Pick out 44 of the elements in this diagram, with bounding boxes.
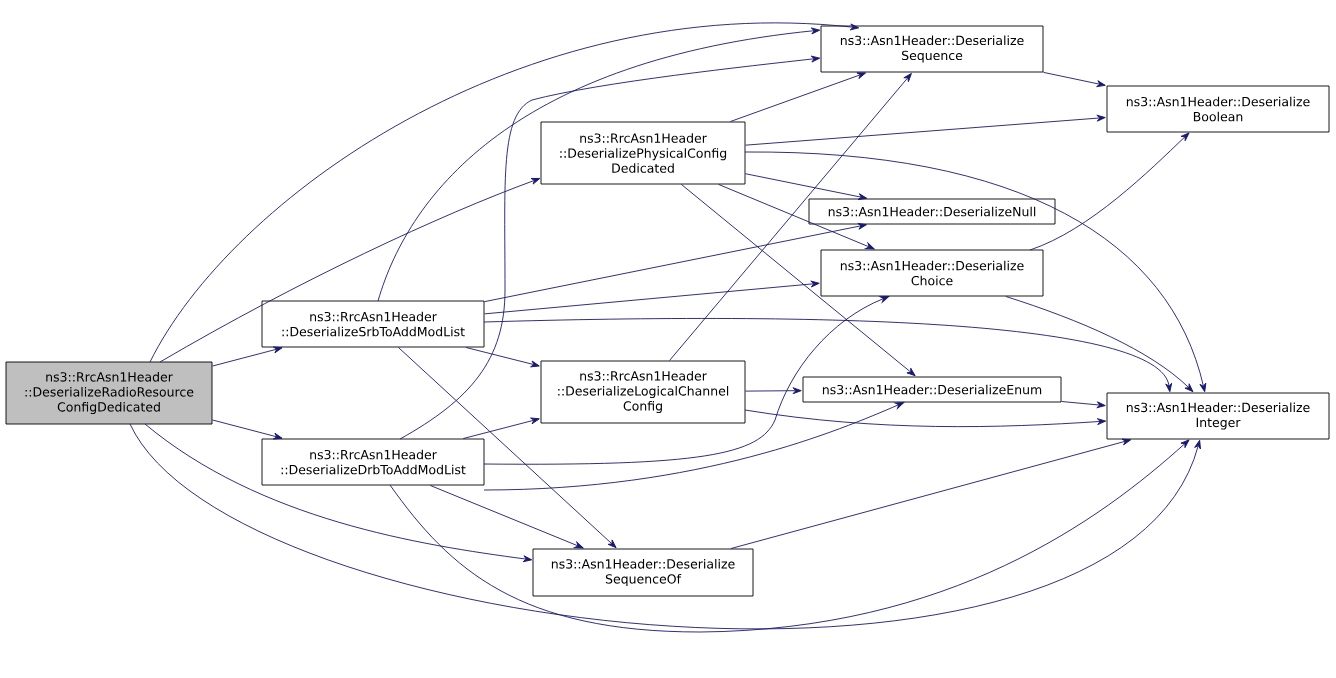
arrow [744,151,1207,393]
arrow [669,73,912,361]
function-box: ns3::RrcAsn1Header ::DeserializePhysicalConfig Dedicated [540,121,746,185]
arrow [1043,71,1106,88]
arrow [1005,296,1194,393]
arrow [129,423,1201,629]
arrow [745,114,1106,146]
arrow [462,417,540,439]
arrow [1029,132,1190,251]
arrow [144,423,533,563]
arrow [483,402,905,491]
arrow [730,438,1132,549]
arrow [212,346,283,367]
function-box: ns3::Asn1Header::DeserializeEnum [802,376,1062,403]
arrow [465,347,540,368]
arrow [429,485,584,549]
arrow [212,419,283,440]
arrow [745,387,802,395]
arrow [1061,401,1106,409]
function-box: ns3::Asn1Header::Deserialize Boolean [1106,85,1330,133]
arrow [729,72,867,122]
arrow [159,178,541,363]
arrow [389,439,1190,633]
function-box: ns3::RrcAsn1Header ::DeserializeRadioResource ConfigDedicated [5,361,213,425]
function-box: ns3::Asn1Header::DeserializeNull [808,198,1056,225]
function-box: ns3::RrcAsn1Header ::DeserializeDrbToAddModList [261,438,485,486]
function-box: ns3::Asn1Header::Deserialize Integer [1106,392,1330,440]
function-box: ns3::Asn1Header::Deserialize Sequence [820,25,1044,73]
arrow [397,347,617,549]
arrow [744,409,1107,428]
arrow [399,55,821,440]
arrow [484,280,820,315]
arrow [484,222,867,303]
function-box: ns3::Asn1Header::Deserialize SequenceOf [532,548,754,597]
arrow [377,27,821,302]
arrow [483,296,890,465]
arrow [149,22,860,363]
arrow [718,184,875,250]
function-box: ns3::Asn1Header::Deserialize Choice [820,249,1044,297]
function-box: ns3::RrcAsn1Header ::DeserializeLogicalChannel Config [540,360,746,424]
arrow [680,184,916,377]
arrow [745,173,868,201]
function-box: ns3::RrcAsn1Header ::DeserializeSrbToAddModList [261,300,485,348]
arrow [483,318,1173,393]
